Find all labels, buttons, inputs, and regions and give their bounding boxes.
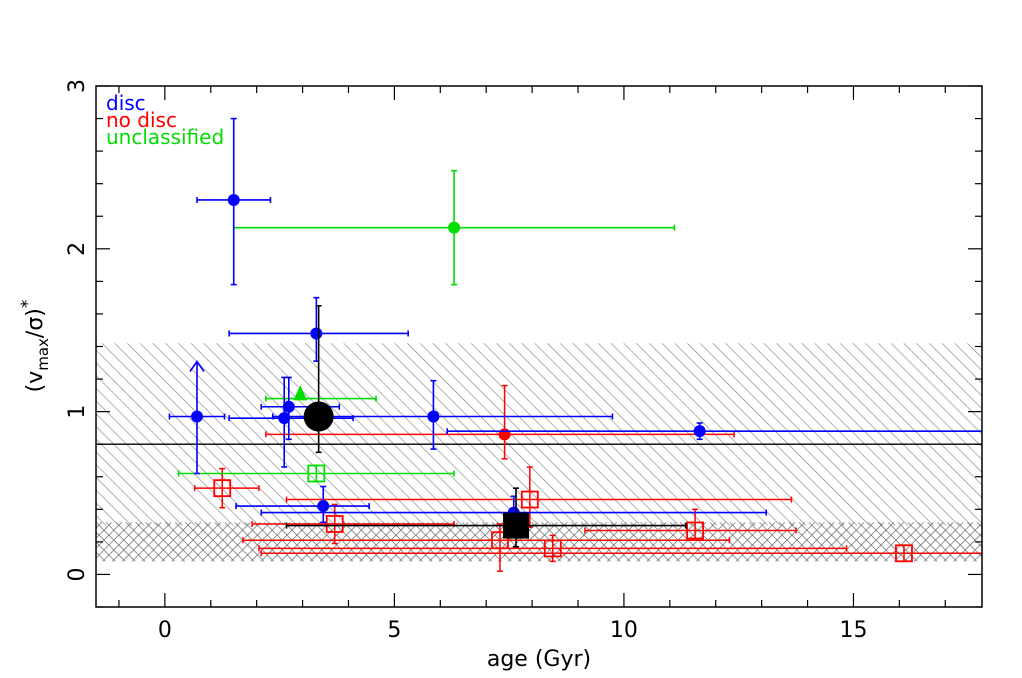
y-label-sup: *	[18, 300, 38, 309]
mean-disc-marker	[303, 401, 334, 432]
no-disc-point	[498, 428, 511, 441]
x-tick-label: 15	[839, 618, 867, 643]
y-axis-label: (vmax/σ)*	[18, 300, 52, 393]
y-label-sub: max	[34, 338, 52, 371]
disc-point	[317, 500, 330, 513]
unclassified-point	[448, 221, 461, 234]
x-axis-label: age (Gyr)	[487, 647, 591, 672]
axis-ticks	[96, 85, 982, 608]
y-tick-label: 3	[65, 79, 90, 93]
x-tick-label: 5	[387, 618, 401, 643]
y-label-mid: /σ)	[23, 308, 48, 338]
unclassified-square-marker	[307, 464, 326, 483]
disc-point	[310, 327, 323, 340]
no-disc-square-marker	[543, 539, 562, 558]
mean-no-disc-marker	[503, 512, 530, 539]
disc-point	[693, 425, 706, 438]
legend-disc: disc	[106, 91, 146, 115]
disc-point	[282, 400, 295, 413]
no-disc-square-marker	[686, 521, 704, 540]
y-tick-label: 1	[65, 405, 90, 419]
tick-labels: 0 5 10 15 0 1 2 3	[65, 79, 867, 643]
hatched-bands	[96, 343, 982, 562]
x-tick-label: 0	[158, 618, 172, 643]
data-series	[168, 117, 982, 572]
no-disc-square-marker	[895, 544, 913, 563]
lower-band	[96, 522, 982, 562]
y-tick-label: 2	[65, 242, 90, 256]
disc-point	[227, 193, 240, 206]
disc-point	[278, 412, 291, 425]
no-disc-square-marker	[213, 479, 232, 498]
x-tick-label: 10	[610, 618, 638, 643]
legend-unclassified: unclassified	[106, 125, 224, 149]
disc-point	[190, 410, 203, 423]
y-label-open: (v	[23, 371, 48, 393]
disc-point	[427, 410, 440, 423]
legend: disc no disc unclassified	[106, 91, 224, 149]
no-disc-square-marker	[325, 515, 344, 533]
unclassified-triangle	[293, 385, 308, 401]
no-disc-square-marker	[520, 490, 539, 509]
lower-limit-arrowhead	[189, 360, 205, 372]
legend-no-disc: no disc	[106, 108, 177, 132]
y-tick-label: 0	[65, 567, 90, 581]
